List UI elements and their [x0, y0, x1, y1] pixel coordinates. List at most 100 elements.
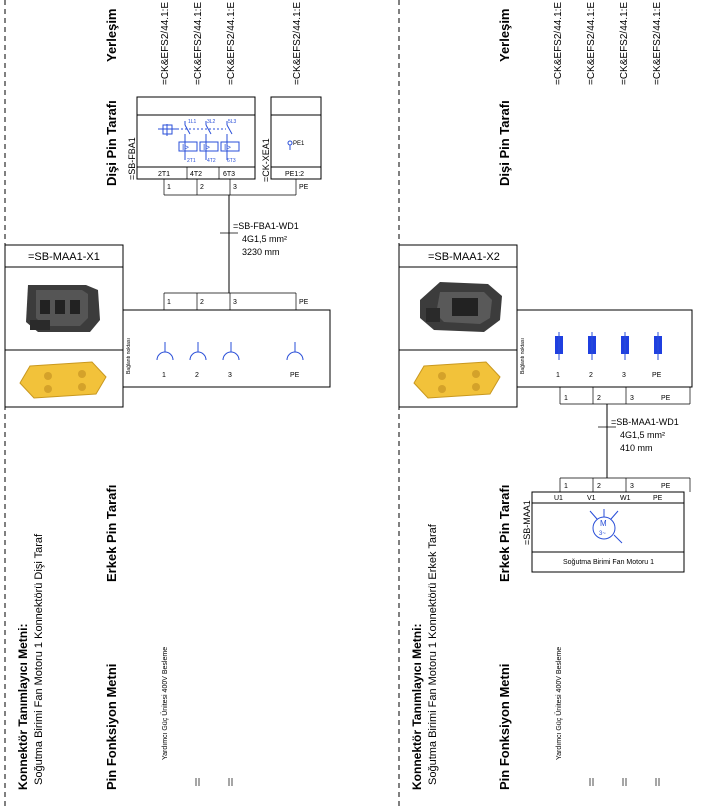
motor-wire-number-pe: PE: [661, 483, 671, 490]
x2-pin-3: 3: [622, 372, 626, 379]
left-konnektor-description: Soğutma Birimi Fan Motoru 1 Konnektörü D…: [33, 533, 45, 785]
breaker-sub-label-1: 1L1: [188, 119, 197, 125]
x1-socket-symbols: [156, 342, 304, 361]
right-header-yerlesim: Yerleşim: [497, 9, 512, 63]
motor-device: =SB-MAA1 U1 V1 W1 PE M 3~ Soğutma Birimi…: [522, 491, 685, 573]
motor-symbol-phase: 3~: [599, 531, 606, 537]
left-placement-2: =CK&EFS2/44.1:E: [193, 2, 204, 85]
upper-wire-number-2: 2: [200, 184, 204, 191]
cable1-length: 3230 mm: [242, 247, 280, 257]
pe-terminal-device: =CK-XEA1 PE1 PE1:2: [261, 96, 322, 182]
breaker-sub-label-2: 3L2: [207, 119, 216, 125]
x2-wire-number-1: 1: [564, 395, 568, 402]
connector-x1-tag: =SB-MAA1-X1: [28, 251, 100, 263]
right-bottom-ticks: [589, 778, 660, 786]
breaker-symbol: I> I> I> 1L1 3L2 5L3 2T1 4T2 6T3: [158, 119, 240, 164]
left-header-pin-fonksiyon: Pin Fonksiyon Metni: [104, 664, 119, 790]
cable-maa1-wd1: =SB-MAA1-WD1 4G1,5 mm² 410 mm: [598, 404, 679, 478]
x2-pin-2: 2: [589, 372, 593, 379]
x1-wire-number-3: 3: [233, 299, 237, 306]
right-placement-3: =CK&EFS2/44.1:E: [619, 2, 630, 85]
breaker-pin-3: 6T3: [223, 171, 235, 178]
right-function-text: Yardımcı Güç Ünitesi 400V Besleme: [555, 647, 563, 760]
x2-wire-number-3: 3: [630, 395, 634, 402]
left-header-yerlesim: Yerleşim: [104, 9, 119, 63]
left-placement-4: =CK&EFS2/44.1:E: [292, 2, 303, 85]
x1-wire-number-1: 1: [167, 299, 171, 306]
left-placement-1: =CK&EFS2/44.1:E: [160, 2, 171, 85]
motor-name: Soğutma Birimi Fan Motoru 1: [563, 559, 654, 566]
x2-wire-number-pe: PE: [661, 395, 671, 402]
right-header-disi-pin: Dişi Pin Tarafı: [497, 100, 512, 186]
motor-terminal-pe: PE: [653, 495, 663, 502]
connector-x2-tag: =SB-MAA1-X2: [428, 251, 500, 263]
left-function-text: Yardımcı Güç Ünitesi 400V Besleme: [161, 647, 169, 760]
cable2-spec: 4G1,5 mm²: [620, 430, 665, 440]
breaker-pin-1: 2T1: [158, 171, 170, 178]
connector-x2: =SB-MAA1-X2 Bağlantı noktası: [398, 244, 693, 408]
x1-pin-3: 3: [228, 372, 232, 379]
x2-pin-symbols: [555, 332, 662, 360]
motor-terminal-v1: V1: [587, 495, 596, 502]
right-placement-1: =CK&EFS2/44.1:E: [553, 2, 564, 85]
motor-wire-number-2: 2: [597, 483, 601, 490]
right-placement-4: =CK&EFS2/44.1:E: [652, 2, 663, 85]
motor-wire-strip: 1 2 3 PE: [559, 477, 691, 492]
x2-pin-pe: PE: [652, 372, 662, 379]
motor-terminal-u1: U1: [554, 495, 563, 502]
x2-wire-strip: 1 2 3 PE: [559, 387, 691, 405]
upper-wire-number-3: 3: [233, 184, 237, 191]
pe-terminal-tag: =CK-XEA1: [261, 138, 271, 182]
upper-wire-strip: 1 2 3 PE: [163, 179, 309, 196]
left-placement-3: =CK&EFS2/44.1:E: [226, 2, 237, 85]
left-konnektor-label: Konnektör Tanımlayıcı Metni:: [16, 624, 30, 790]
breaker-device: =SB-FBA1 I> I> I> 1L1 3L2 5L3 2T1: [127, 96, 256, 180]
pe-terminal-symbol-label: PE1: [293, 141, 305, 147]
x1-seal-image: [19, 361, 107, 399]
right-placement-2: =CK&EFS2/44.1:E: [586, 2, 597, 85]
x2-seal-image: [413, 361, 501, 399]
x1-wire-number-2: 2: [200, 299, 204, 306]
right-header-pin-fonksiyon: Pin Fonksiyon Metni: [497, 664, 512, 790]
left-bottom-ticks: [195, 778, 233, 786]
motor-symbol: M 3~: [589, 509, 623, 544]
x1-plug-image: [26, 285, 100, 332]
svg-text:I>: I>: [224, 143, 231, 152]
left-header-disi-pin: Dişi Pin Tarafı: [104, 100, 119, 186]
motor-terminal-w1: W1: [620, 495, 631, 502]
x2-plug-image: [420, 282, 502, 332]
right-konnektor-description: Soğutma Birimi Fan Motoru 1 Konnektörü E…: [427, 523, 439, 785]
x1-wire-strip: 1 2 3 PE: [163, 292, 309, 310]
motor-tag: =SB-MAA1: [522, 500, 532, 545]
right-konnektor-label: Konnektör Tanımlayıcı Metni:: [410, 624, 424, 790]
connector-x1-side-text: Bağlantı noktası: [126, 338, 132, 374]
breaker-low-label-2: 4T2: [207, 158, 216, 164]
x1-pin-pe: PE: [290, 372, 300, 379]
breaker-low-label-3: 6T3: [227, 158, 236, 164]
upper-wire-number-1: 1: [167, 184, 171, 191]
x1-pin-1: 1: [162, 372, 166, 379]
upper-wire-number-pe: PE: [299, 184, 309, 191]
svg-text:I>: I>: [182, 143, 189, 152]
cable2-tag: =SB-MAA1-WD1: [611, 417, 679, 427]
x2-pin-1: 1: [556, 372, 560, 379]
cable1-tag: =SB-FBA1-WD1: [233, 221, 299, 231]
x1-wire-number-pe: PE: [299, 299, 309, 306]
pe-terminal-pin: PE1:2: [285, 171, 304, 178]
cable1-spec: 4G1,5 mm²: [242, 234, 287, 244]
svg-text:I>: I>: [203, 143, 210, 152]
breaker-low-label-1: 2T1: [187, 158, 196, 164]
x2-wire-number-2: 2: [597, 395, 601, 402]
motor-symbol-letter: M: [600, 519, 607, 528]
cable-fba1-wd1: =SB-FBA1-WD1 4G1,5 mm² 3230 mm: [220, 195, 299, 293]
right-header-erkek-pin: Erkek Pin Tarafı: [497, 485, 512, 582]
connector-x1: =SB-MAA1-X1 Bağlantı noktası: [4, 244, 331, 408]
breaker-pin-2: 4T2: [190, 171, 202, 178]
breaker-tag: =SB-FBA1: [127, 137, 137, 180]
motor-wire-number-1: 1: [564, 483, 568, 490]
motor-wire-number-3: 3: [630, 483, 634, 490]
cable2-length: 410 mm: [620, 443, 653, 453]
x1-pin-2: 2: [195, 372, 199, 379]
connector-x2-side-text: Bağlantı noktası: [520, 338, 526, 374]
